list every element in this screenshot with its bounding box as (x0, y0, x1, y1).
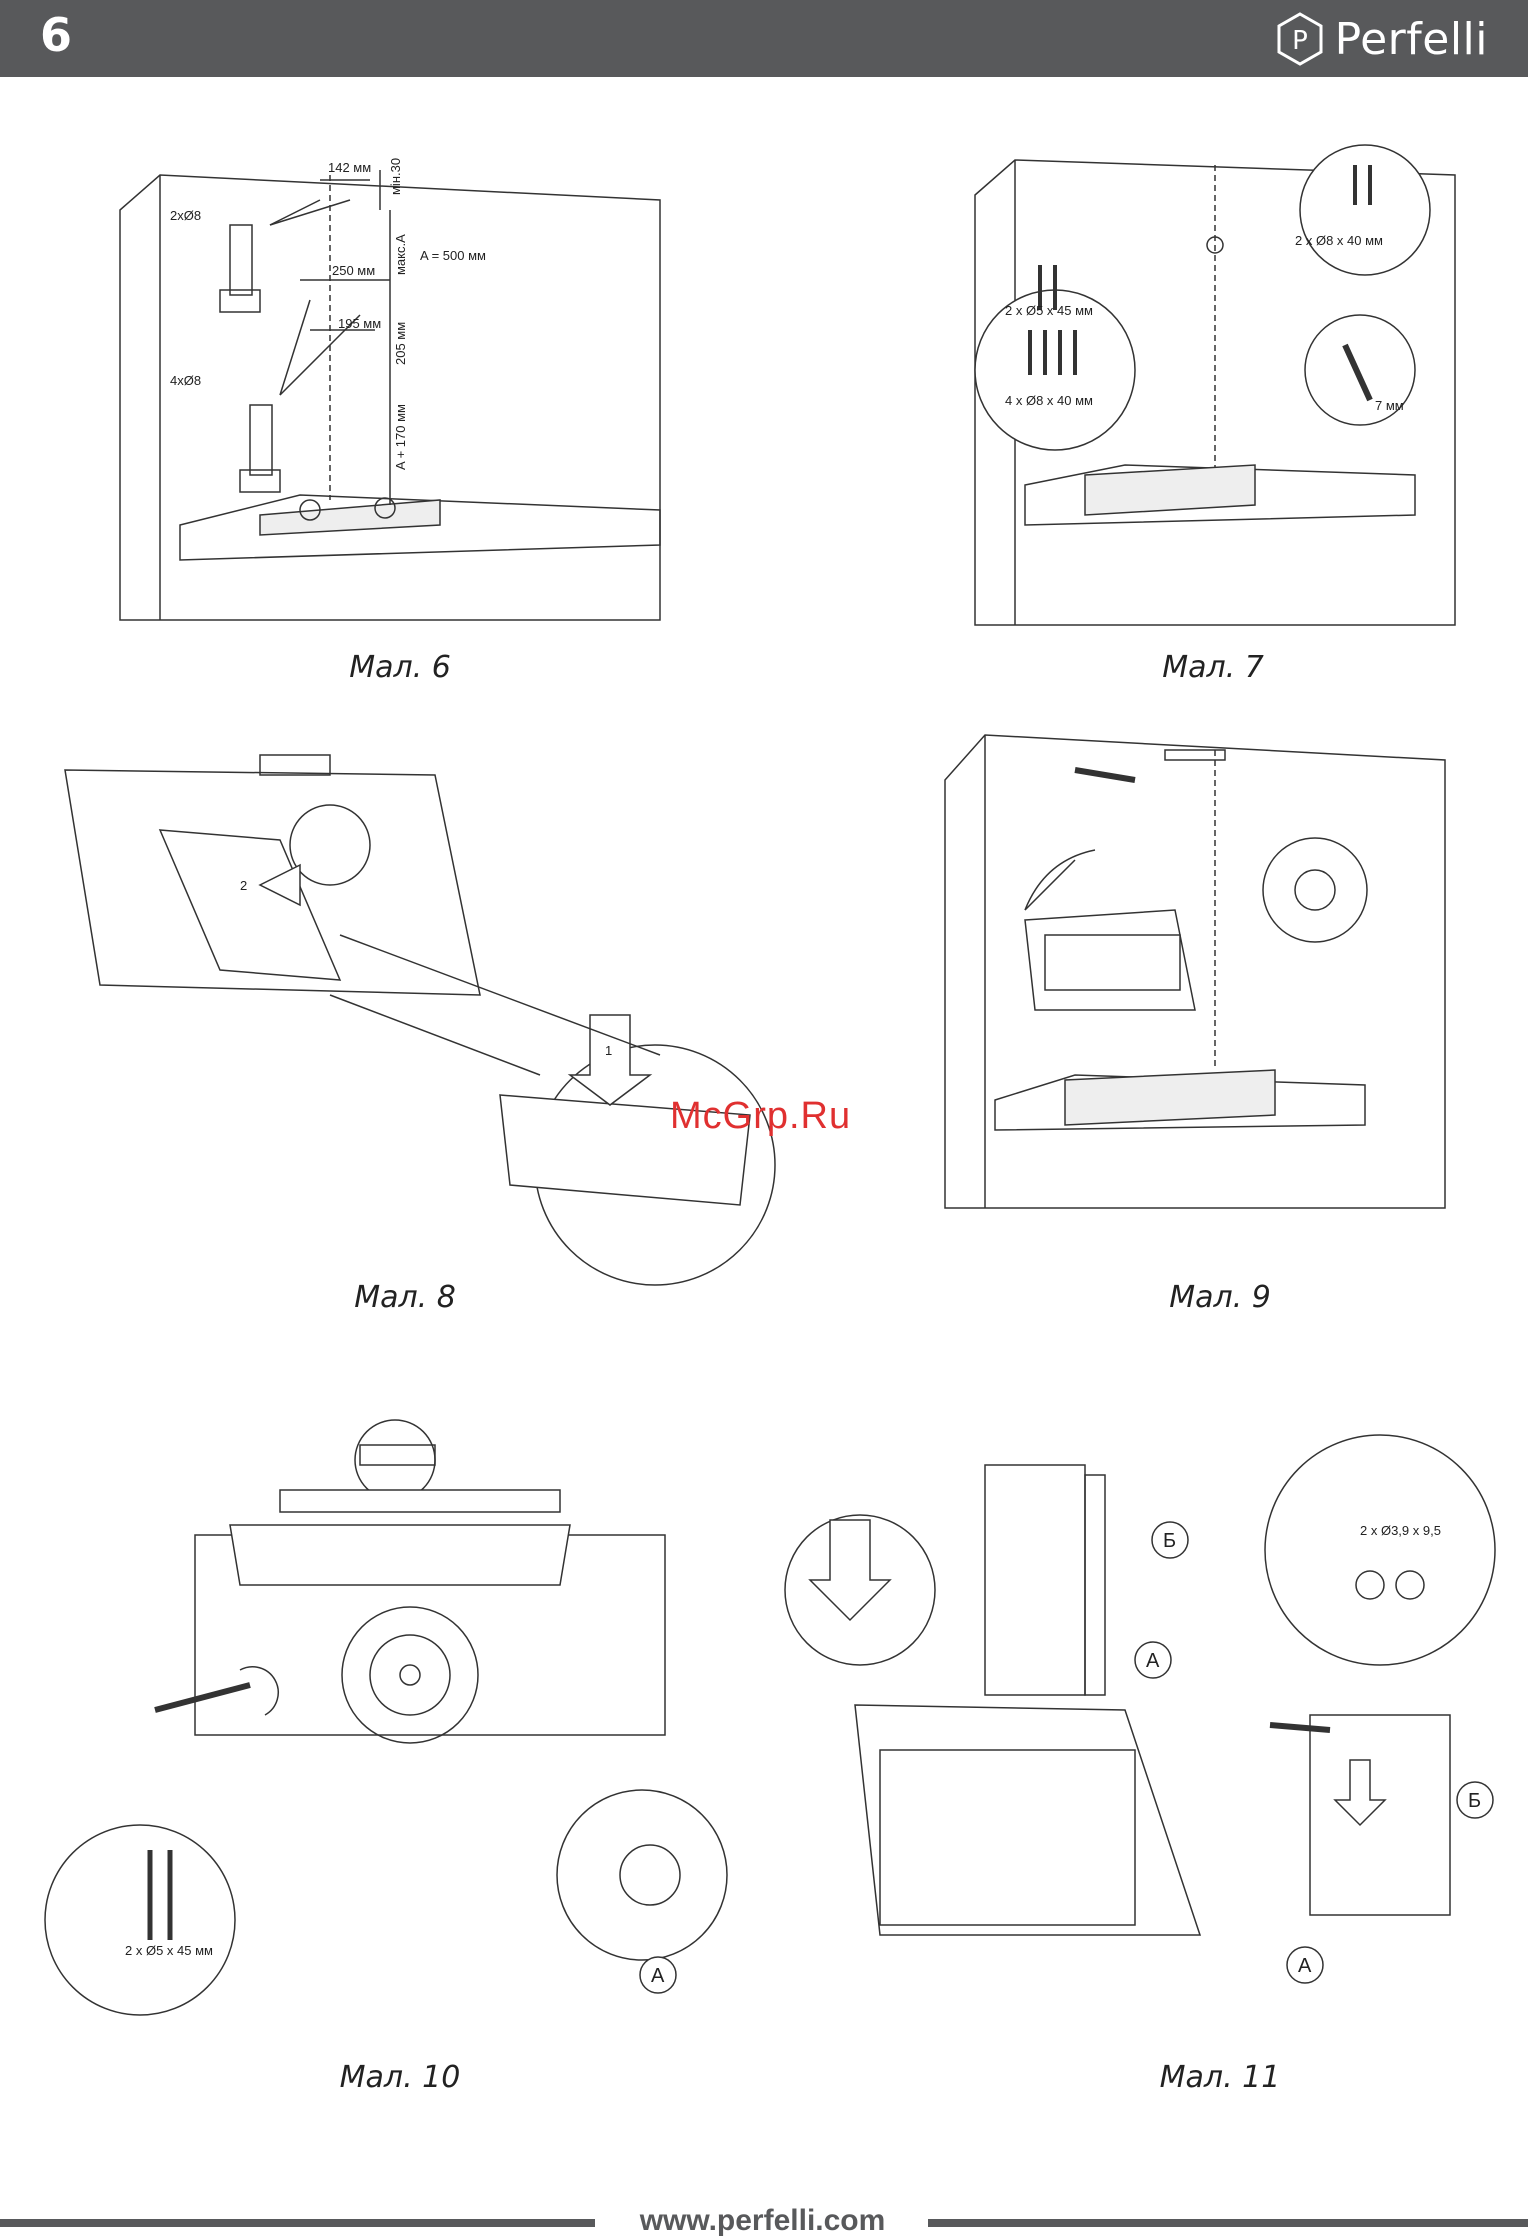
dim-screws: 2 x Ø5 x 45 мм (125, 1943, 213, 1958)
figure-6-drawing: 142 мм мін.30 2xØ8 250 мм макс.А A = 500… (120, 150, 660, 630)
figure-10-drawing: 2 x Ø5 x 45 мм A (50, 1385, 730, 2025)
figure-8-drawing: 1 2 (60, 755, 760, 1285)
figure-7: 2 x Ø8 x 40 мм 2 x Ø5 x 45 мм 4 x Ø8 x 4… (975, 145, 1455, 625)
label-a1: A (1146, 1650, 1160, 1672)
figure-9-drawing (945, 730, 1445, 1210)
dim-205: 205 мм (393, 322, 408, 365)
caption-fig10: Мал. 10 (300, 2060, 500, 2095)
dim-holes-top: 2xØ8 (170, 208, 201, 223)
dim-screws-top: 2 x Ø8 x 40 мм (1295, 233, 1383, 248)
footer-bar-right (928, 2219, 1528, 2227)
footer-bar-left (0, 2219, 595, 2227)
figure-11-drawing: 2 x Ø3,9 x 9,5 Б A Б A (770, 1460, 1520, 2000)
brand-name: Perfelli (1335, 14, 1488, 65)
dim-250: 250 мм (332, 263, 375, 278)
caption-fig8: Мал. 8 (305, 1280, 505, 1315)
label-a2: A (1298, 1955, 1312, 1977)
page-number: 6 (40, 8, 72, 62)
brand-logo-icon: P (1275, 12, 1325, 66)
caption-fig6: Мал. 6 (300, 650, 500, 685)
figure-9 (945, 730, 1445, 1210)
page-footer: www.perfelli.com (0, 2204, 1528, 2238)
label-step2-b: 2 (240, 878, 247, 893)
page-header: 6 P Perfelli (0, 0, 1528, 77)
brand: P Perfelli (1275, 12, 1488, 66)
label-b2: Б (1468, 1790, 1481, 1812)
label-b1: Б (1163, 1530, 1176, 1552)
dim-screws-left-b: 4 x Ø8 x 40 мм (1005, 393, 1093, 408)
dim-min30: мін.30 (388, 158, 403, 195)
brand-logo-letter: P (1292, 26, 1308, 56)
dim-holes-bottom: 4xØ8 (170, 373, 201, 388)
caption-fig11: Мал. 11 (1120, 2060, 1320, 2095)
figure-8: 1 2 (60, 755, 760, 1285)
dim-screws-left-a: 2 x Ø5 x 45 мм (1005, 303, 1093, 318)
dim-gap: 7 мм (1375, 398, 1404, 413)
label-a: A (651, 1965, 665, 1987)
dim-maxA: макс.А (393, 234, 408, 275)
dim-A500: A = 500 мм (420, 248, 486, 263)
caption-fig7: Мал. 7 (1113, 650, 1313, 685)
watermark: McGrp.Ru (670, 1095, 851, 1138)
dim-142: 142 мм (328, 160, 371, 175)
caption-fig9: Мал. 9 (1120, 1280, 1320, 1315)
figure-7-drawing: 2 x Ø8 x 40 мм 2 x Ø5 x 45 мм 4 x Ø8 x 4… (975, 145, 1455, 625)
dim-195: 195 мм (338, 316, 381, 331)
figure-6: 142 мм мін.30 2xØ8 250 мм макс.А A = 500… (120, 150, 660, 630)
label-step1: 1 (605, 1043, 612, 1058)
figure-11: 2 x Ø3,9 x 9,5 Б A Б A (770, 1460, 1520, 2000)
dim-A170: A + 170 мм (393, 404, 408, 470)
figure-10: 2 x Ø5 x 45 мм A (50, 1385, 730, 2025)
dim-screws: 2 x Ø3,9 x 9,5 (1360, 1523, 1441, 1538)
footer-url[interactable]: www.perfelli.com (600, 2204, 925, 2238)
